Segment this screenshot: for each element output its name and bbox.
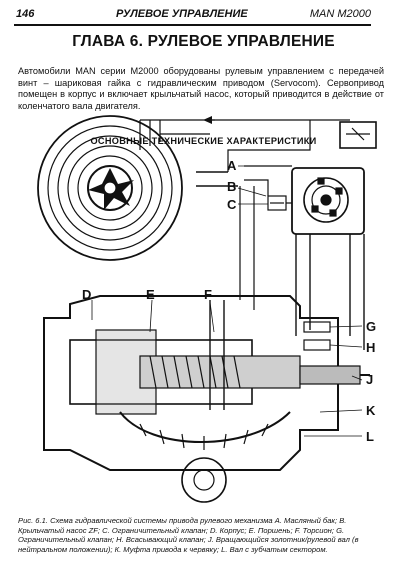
figure-caption: Рис. 6.1. Схема гидравлической системы п…: [18, 516, 359, 554]
callout-g: G: [366, 319, 376, 334]
page-header: 146 РУЛЕВОЕ УПРАВЛЕНИЕ MAN M2000: [0, 0, 407, 28]
page-number: 146: [16, 8, 35, 20]
vane-pump-housing: [291, 121, 377, 235]
callout-l: L: [366, 429, 374, 444]
intro-paragraph: Автомобили MAN серии M2000 оборудованы р…: [18, 66, 384, 111]
header-rule: [14, 24, 371, 26]
callout-k: K: [366, 403, 376, 418]
callout-leaders: [91, 165, 363, 437]
callout-b: B: [227, 179, 236, 194]
oil-reservoir: [37, 115, 183, 261]
callout-j: J: [366, 372, 373, 387]
callout-a: A: [227, 158, 237, 173]
sector-shaft: [119, 411, 291, 503]
steering-shaft: [299, 365, 370, 385]
callout-e: E: [146, 287, 155, 302]
running-model: MAN M2000: [309, 8, 371, 20]
relief-valve-c: [267, 195, 287, 211]
chapter-title: ГЛАВА 6. РУЛЕВОЕ УПРАВЛЕНИЕ: [72, 33, 335, 50]
callout-c: C: [227, 197, 237, 212]
callout-d: D: [82, 287, 91, 302]
callout-f: F: [204, 287, 212, 302]
callout-h: H: [366, 340, 375, 355]
running-title: РУЛЕВОЕ УПРАВЛЕНИЕ: [116, 8, 248, 20]
section-heading: ОСНОВНЫЕ ТЕХНИЧЕСКИЕ ХАРАКТЕРИСТИКИ: [90, 136, 317, 146]
worm-screw: [139, 355, 301, 389]
